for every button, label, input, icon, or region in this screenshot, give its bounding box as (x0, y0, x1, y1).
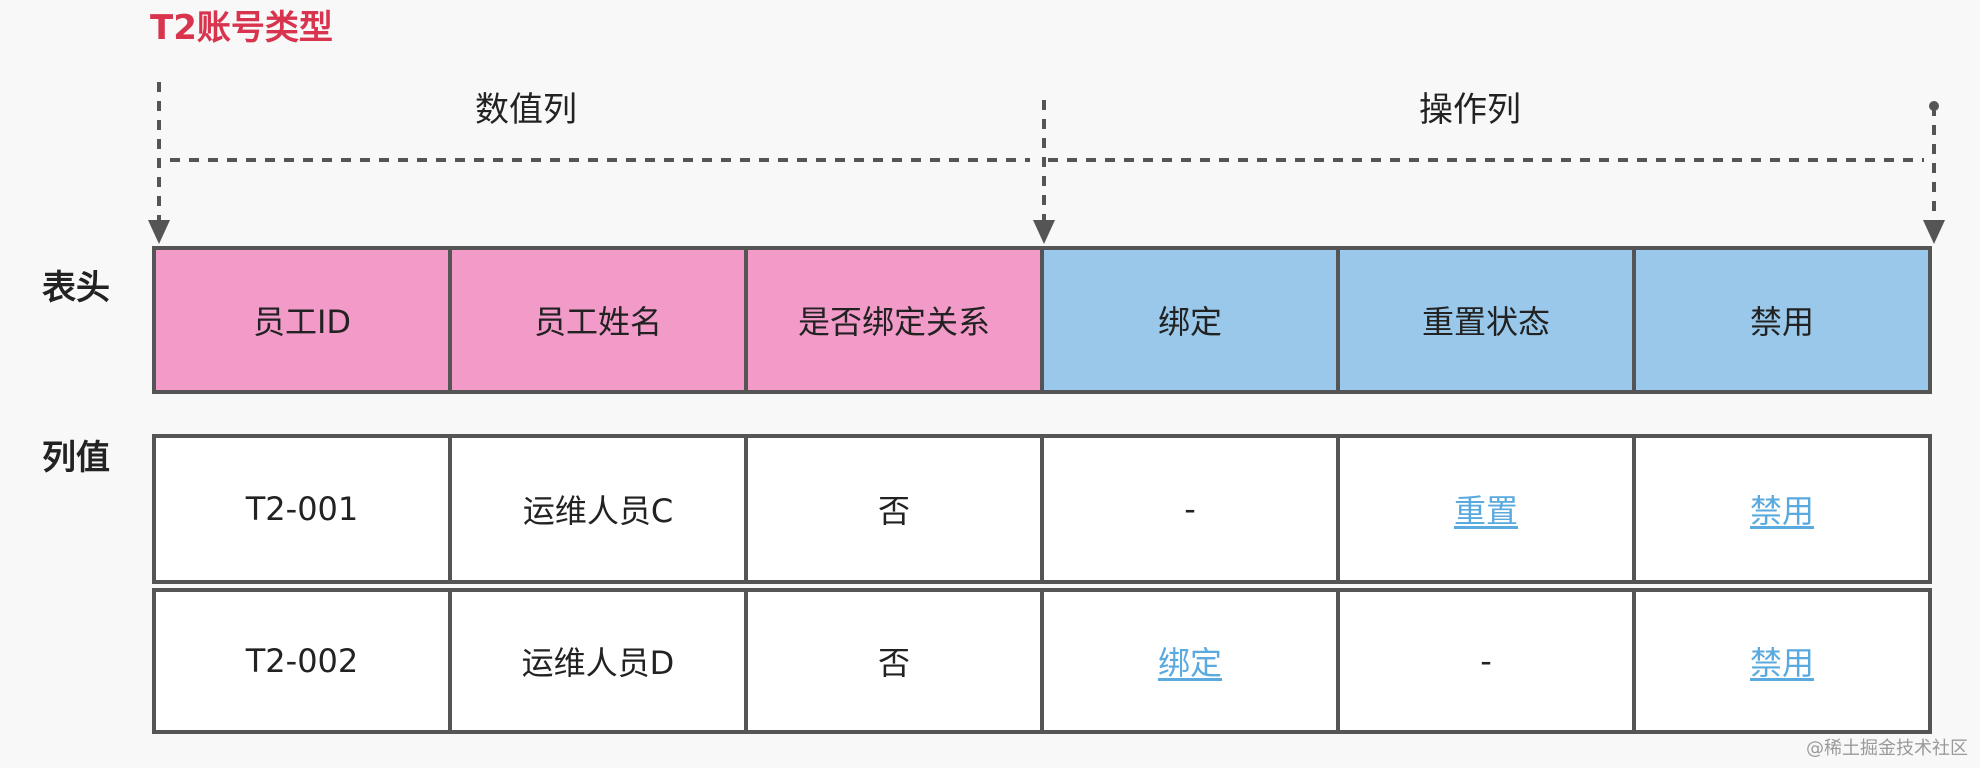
cell-reset-empty: - (1336, 588, 1636, 734)
table-row: T2-001 运维人员C 否 - 重置 禁用 (152, 434, 1932, 584)
cell-employee-id: T2-002 (152, 588, 452, 734)
cell-reset: 重置 (1336, 434, 1636, 584)
cell-disable: 禁用 (1632, 588, 1932, 734)
cell-binding-status: 否 (744, 588, 1044, 734)
table-header-row: 员工ID 员工姓名 是否绑定关系 绑定 重置状态 禁用 (152, 246, 1932, 394)
header-cell-employee-name: 员工姓名 (448, 246, 748, 394)
values-row-label: 列值 (42, 438, 110, 478)
header-cell-binding-status: 是否绑定关系 (744, 246, 1044, 394)
cell-bind-empty: - (1040, 434, 1340, 584)
cell-disable: 禁用 (1632, 434, 1932, 584)
header-cell-reset-status: 重置状态 (1336, 246, 1636, 394)
disable-link[interactable]: 禁用 (1749, 492, 1814, 530)
value-columns-label: 数值列 (475, 90, 577, 130)
header-row-label: 表头 (42, 268, 110, 308)
cell-binding-status: 否 (744, 434, 1044, 584)
cell-bind: 绑定 (1040, 588, 1340, 734)
header-cell-employee-id: 员工ID (152, 246, 452, 394)
action-columns-label: 操作列 (1419, 90, 1521, 130)
bind-link[interactable]: 绑定 (1157, 644, 1222, 682)
cell-employee-id: T2-001 (152, 434, 452, 584)
watermark: @稀土掘金技术社区 (1806, 738, 1968, 759)
cell-employee-name: 运维人员C (448, 434, 748, 584)
header-cell-disable: 禁用 (1632, 246, 1932, 394)
table-row: T2-002 运维人员D 否 绑定 - 禁用 (152, 584, 1932, 734)
diagram-title: T2账号类型 (150, 8, 333, 48)
disable-link[interactable]: 禁用 (1749, 644, 1814, 682)
header-cell-bind: 绑定 (1040, 246, 1340, 394)
cell-employee-name: 运维人员D (448, 588, 748, 734)
reset-link[interactable]: 重置 (1453, 492, 1518, 530)
